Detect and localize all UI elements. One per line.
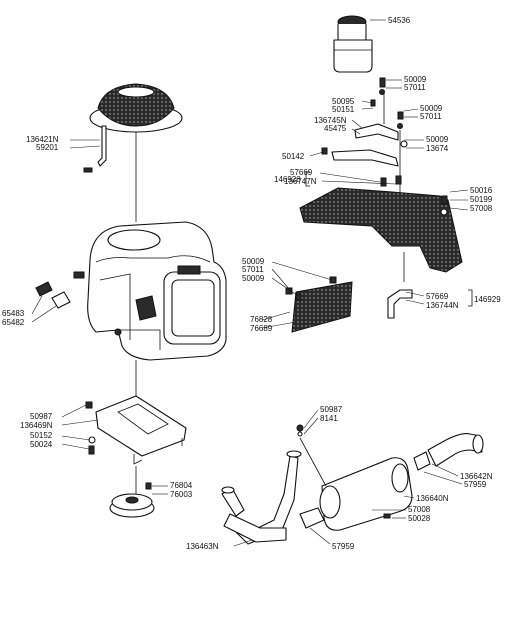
label-57669-a: 57669 bbox=[290, 168, 313, 177]
label-50987-b: 50987 bbox=[320, 405, 343, 414]
engine-mount-plate bbox=[61, 395, 187, 494]
label-76689: 76689 bbox=[250, 324, 273, 333]
label-57959-b: 57959 bbox=[332, 542, 355, 551]
label-50009-c: 50009 bbox=[426, 135, 449, 144]
label-136745N: 136745N bbox=[314, 116, 347, 125]
label-57011-c: 57011 bbox=[242, 265, 264, 274]
label-50151: 50151 bbox=[332, 105, 355, 114]
fittings-65483-65482 bbox=[31, 281, 71, 323]
label-50028: 50028 bbox=[408, 514, 431, 523]
label-45475: 45475 bbox=[324, 124, 347, 133]
exhaust-pipe-136463N bbox=[221, 450, 331, 547]
fastener-group-upper bbox=[321, 77, 419, 155]
label-54536: 54536 bbox=[388, 16, 411, 25]
label-136642N: 136642N bbox=[460, 472, 493, 481]
label-65483: 65483 bbox=[2, 309, 25, 318]
label-50009-e: 50009 bbox=[242, 274, 265, 283]
label-57011-a: 57011 bbox=[404, 83, 426, 92]
label-50016: 50016 bbox=[470, 186, 493, 195]
label-13674: 13674 bbox=[426, 144, 449, 153]
part-number-labels: 54536 50009 57011 50095 50151 50009 5701… bbox=[2, 16, 501, 551]
label-76828: 76828 bbox=[250, 315, 273, 324]
reservoir-bracket bbox=[309, 90, 424, 200]
label-50024: 50024 bbox=[30, 440, 53, 449]
engine-assembly bbox=[73, 221, 227, 396]
label-50095: 50095 bbox=[332, 97, 355, 106]
label-136469N: 136469N bbox=[20, 421, 53, 430]
label-136640N: 136640N bbox=[416, 494, 449, 503]
label-57008-a: 57008 bbox=[470, 204, 493, 213]
air-cleaner-cover bbox=[69, 83, 183, 222]
label-76003: 76003 bbox=[170, 490, 193, 499]
side-screen-76689 bbox=[261, 261, 353, 333]
label-50009-a: 50009 bbox=[404, 75, 427, 84]
label-50142: 50142 bbox=[282, 152, 305, 161]
tail-pipe-136642N bbox=[413, 433, 484, 485]
label-50199: 50199 bbox=[470, 195, 493, 204]
label-59201: 59201 bbox=[36, 143, 59, 152]
label-146928: 146928 bbox=[274, 175, 301, 184]
label-136421N: 136421N bbox=[26, 135, 59, 144]
label-57959-a: 57959 bbox=[464, 480, 487, 489]
label-50987-a: 50987 bbox=[30, 412, 53, 421]
label-50152: 50152 bbox=[30, 431, 53, 440]
grille-screen-146928 bbox=[299, 171, 469, 273]
label-57011-b: 57011 bbox=[420, 112, 442, 121]
label-57669-b: 57669 bbox=[426, 292, 449, 301]
label-65482: 65482 bbox=[2, 318, 25, 327]
pulley-76003 bbox=[109, 482, 168, 518]
label-136463N: 136463N bbox=[186, 542, 219, 551]
label-136744N: 136744N bbox=[426, 301, 459, 310]
label-76804: 76804 bbox=[170, 481, 193, 490]
label-136747N: 136747N bbox=[284, 177, 317, 186]
label-146929: 146929 bbox=[474, 295, 501, 304]
label-50009-b: 50009 bbox=[420, 104, 443, 113]
label-57008-b: 57008 bbox=[408, 505, 431, 514]
label-50009-d: 50009 bbox=[242, 257, 265, 266]
coolant-reservoir bbox=[333, 15, 386, 73]
muffler-136640N bbox=[296, 409, 415, 531]
label-8141: 8141 bbox=[320, 414, 338, 423]
grille-bracket-146929 bbox=[387, 252, 473, 319]
